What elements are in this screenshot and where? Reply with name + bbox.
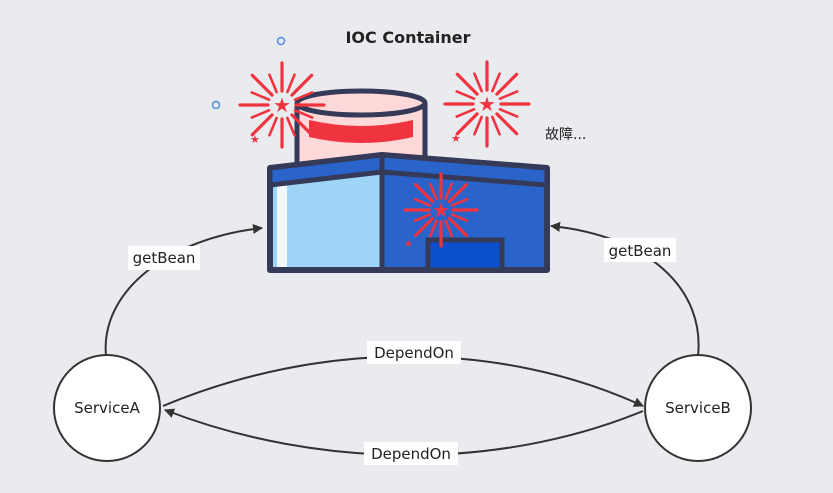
edge-a-to-container [104,224,263,357]
ioc-container-icon [267,88,550,273]
edge-b-to-container [550,221,700,357]
edge-label-bg [367,341,461,364]
spark-star-icon: ★ [250,133,260,146]
firework-center-star-icon: ★ [478,92,496,116]
diagram-title: IOC Container [345,28,470,47]
spark-star-icon: ★ [404,239,413,250]
node-label-service-b: ServiceB [665,399,731,417]
firework-center-star-icon: ★ [432,198,450,222]
edge-label-dependon-a-b: DependOn [374,344,454,362]
edge-label-getbean-a: getBean [133,249,196,267]
edge-label-bg [364,442,458,465]
decor-circle [276,36,286,46]
edge-label-dependon-b-a: DependOn [371,445,451,463]
firework-icon: ★ [403,172,479,248]
node-service-a[interactable]: ServiceA [53,354,161,462]
firework-icon: ★ [443,60,531,148]
firework-center-star-icon: ★ [273,93,291,117]
node-service-b[interactable]: ServiceB [644,354,752,462]
status-note: 故障... [545,127,586,143]
firework-icon: ★ [238,61,326,149]
edge-label-bg [128,246,200,270]
decor-circle [211,100,221,110]
spark-star-icon: ★ [451,132,461,145]
node-label-service-a: ServiceA [74,399,140,417]
edge-label-getbean-b: getBean [609,242,672,260]
edge-label-bg [604,238,676,262]
